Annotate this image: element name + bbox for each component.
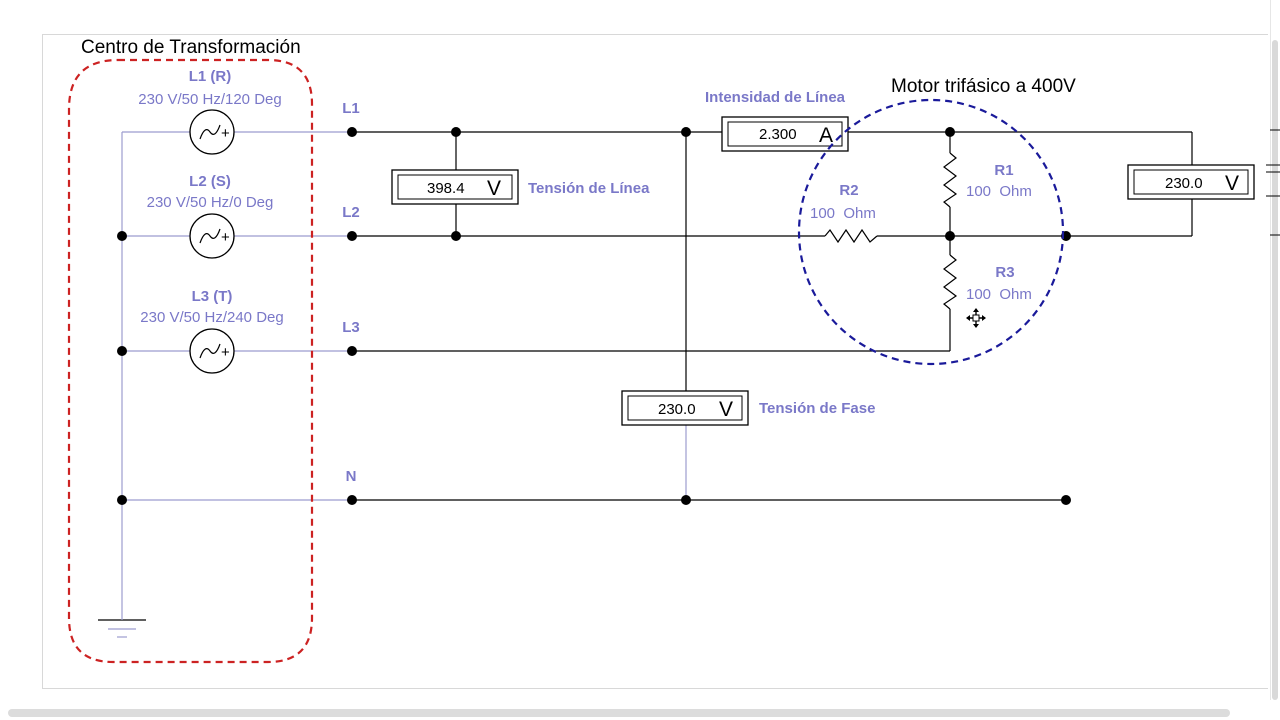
transformer-title: Centro de Transformación <box>81 37 301 58</box>
line-label-l2: L2 <box>342 204 360 221</box>
svg-text:+: + <box>221 344 230 361</box>
horizontal-scrollbar[interactable] <box>8 709 1230 717</box>
phase-voltage-unit: V <box>719 398 733 421</box>
svg-text:+: + <box>221 229 230 246</box>
load-voltmeter[interactable]: 230.0 V <box>1127 164 1255 200</box>
line-current-unit: A <box>819 124 833 147</box>
line-voltmeter[interactable]: 398.4 V <box>391 169 519 205</box>
line-voltage-label: Tensión de Línea <box>528 180 650 197</box>
line-current-label: Intensidad de Línea <box>705 89 846 106</box>
line-label-n: N <box>346 468 357 485</box>
motor-title: Motor trifásico a 400V <box>891 76 1076 97</box>
resistor-r1-name: R1 <box>994 162 1013 179</box>
resistor-r2-name: R2 <box>839 182 858 199</box>
line-voltage-value: 398.4 <box>427 180 465 197</box>
ac-source-l2[interactable]: + <box>189 213 235 259</box>
edge-marks <box>1266 129 1280 236</box>
source-l1-name: L1 (R) <box>189 68 232 85</box>
resistor-r1[interactable] <box>942 152 958 208</box>
ac-source-l3[interactable]: + <box>189 328 235 374</box>
load-voltage-unit: V <box>1225 172 1239 195</box>
source-l3-spec: 230 V/50 Hz/240 Deg <box>140 309 283 326</box>
phase-voltage-label: Tensión de Fase <box>759 400 875 417</box>
line-current-value: 2.300 <box>759 126 797 143</box>
vertical-scrollbar[interactable] <box>1272 40 1278 700</box>
source-l2-spec: 230 V/50 Hz/0 Deg <box>147 194 274 211</box>
phase-voltmeter[interactable]: 230.0 V <box>621 390 749 426</box>
svg-text:+: + <box>221 125 230 142</box>
source-l1-spec: 230 V/50 Hz/120 Deg <box>138 91 281 108</box>
move-cursor-icon <box>966 308 986 328</box>
source-wiring <box>121 131 687 605</box>
resistor-r3[interactable] <box>942 254 958 310</box>
load-voltage-value: 230.0 <box>1165 175 1203 192</box>
source-l3-name: L3 (T) <box>192 288 233 305</box>
line-ammeter[interactable]: 2.300 A <box>721 116 849 152</box>
source-l2-name: L2 (S) <box>189 173 231 190</box>
ground-icon <box>98 605 146 638</box>
line-wiring <box>352 131 1193 501</box>
resistor-r3-value: 100 Ohm <box>966 286 1032 303</box>
line-label-l1: L1 <box>342 100 360 117</box>
phase-voltage-value: 230.0 <box>658 401 696 418</box>
line-label-l3: L3 <box>342 319 360 336</box>
motor-outline <box>797 98 1065 366</box>
transformer-outline <box>67 58 314 664</box>
schematic-canvas[interactable] <box>42 34 1268 689</box>
resistor-r2[interactable] <box>824 228 878 244</box>
resistor-r3-name: R3 <box>995 264 1014 281</box>
resistor-r1-value: 100 Ohm <box>966 183 1032 200</box>
line-voltage-unit: V <box>487 177 501 200</box>
resistor-r2-value: 100 Ohm <box>810 205 876 222</box>
ac-source-l1[interactable]: + <box>189 109 235 155</box>
